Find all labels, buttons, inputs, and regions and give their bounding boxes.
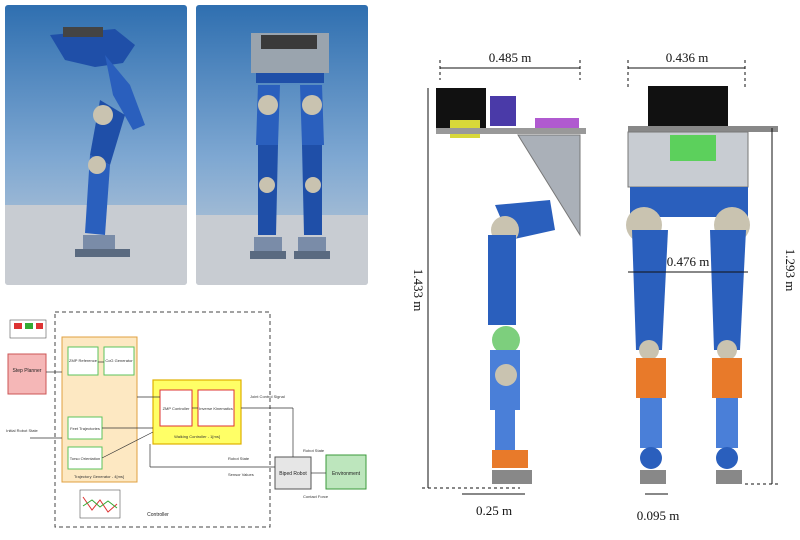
cad-side-view [436,88,586,484]
robot-front-figure [250,33,330,259]
control-block-diagram: Step Planner ZMP Reference CoG Generator… [0,292,392,535]
sensor-values-label: Sensor Values [228,472,254,477]
joint-control-signal-label: Joint Control Signal [250,394,285,399]
trajectory-generator-label: Trajectory Generator - 4[ms] [74,474,124,479]
cog-generator-block [103,346,135,376]
zmp-controller-block [159,389,193,427]
robot-state-right-label: Robot State [303,448,325,453]
biped-robot-block [274,456,312,490]
dim-foot-width: 0.095 m [637,508,680,523]
feet-trajectories-label: Feet Trajectories [70,426,100,431]
controller-label: Controller [147,512,169,518]
walking-controller-label: Walking Controller - 1[ms] [174,434,220,439]
dim-leg-height: 1.293 m [783,249,798,292]
environment-label: Environment [332,471,361,477]
dim-side-width: 0.485 m [489,50,532,65]
dim-total-height: 1.433 m [411,269,426,312]
step-planner-label: Step Planner [13,368,42,374]
controller-boundary [54,311,271,528]
zmp-reference-label: ZMP Reference [69,358,98,363]
cad-dimension-drawing: 0.485 m 0.436 m 1.433 m 0.476 m 1.293 m … [400,0,800,535]
robot-side-figure [50,27,145,257]
initial-robot-state-label: Initial Robot State [6,428,38,433]
inverse-kinematics-block [197,389,235,427]
robot-photo-side [5,5,187,285]
dim-hip-width: 0.476 m [667,254,710,269]
cad-front-view [626,86,778,484]
zmp-controller-label: ZMP Controller [163,406,190,411]
environment-block [325,454,367,490]
dimension-lines [422,60,778,495]
dim-front-width: 0.436 m [666,50,709,65]
torso-orientation-label: Torso Orientation [70,456,100,461]
dim-foot-length: 0.25 m [476,503,512,518]
diagram-connectors [30,361,326,474]
robot-photo-front [196,5,368,285]
step-icon [9,319,47,339]
cog-generator-label: CoG Generator [105,358,133,363]
step-planner-block [7,353,47,395]
contact-force-label: Contact Force [303,494,329,499]
zmp-reference-block [67,346,99,376]
robot-state-label: Robot State [228,456,250,461]
inverse-kinematics-label: Inverse Kinematics [199,406,233,411]
biped-robot-label: Biped Robot [279,471,307,477]
